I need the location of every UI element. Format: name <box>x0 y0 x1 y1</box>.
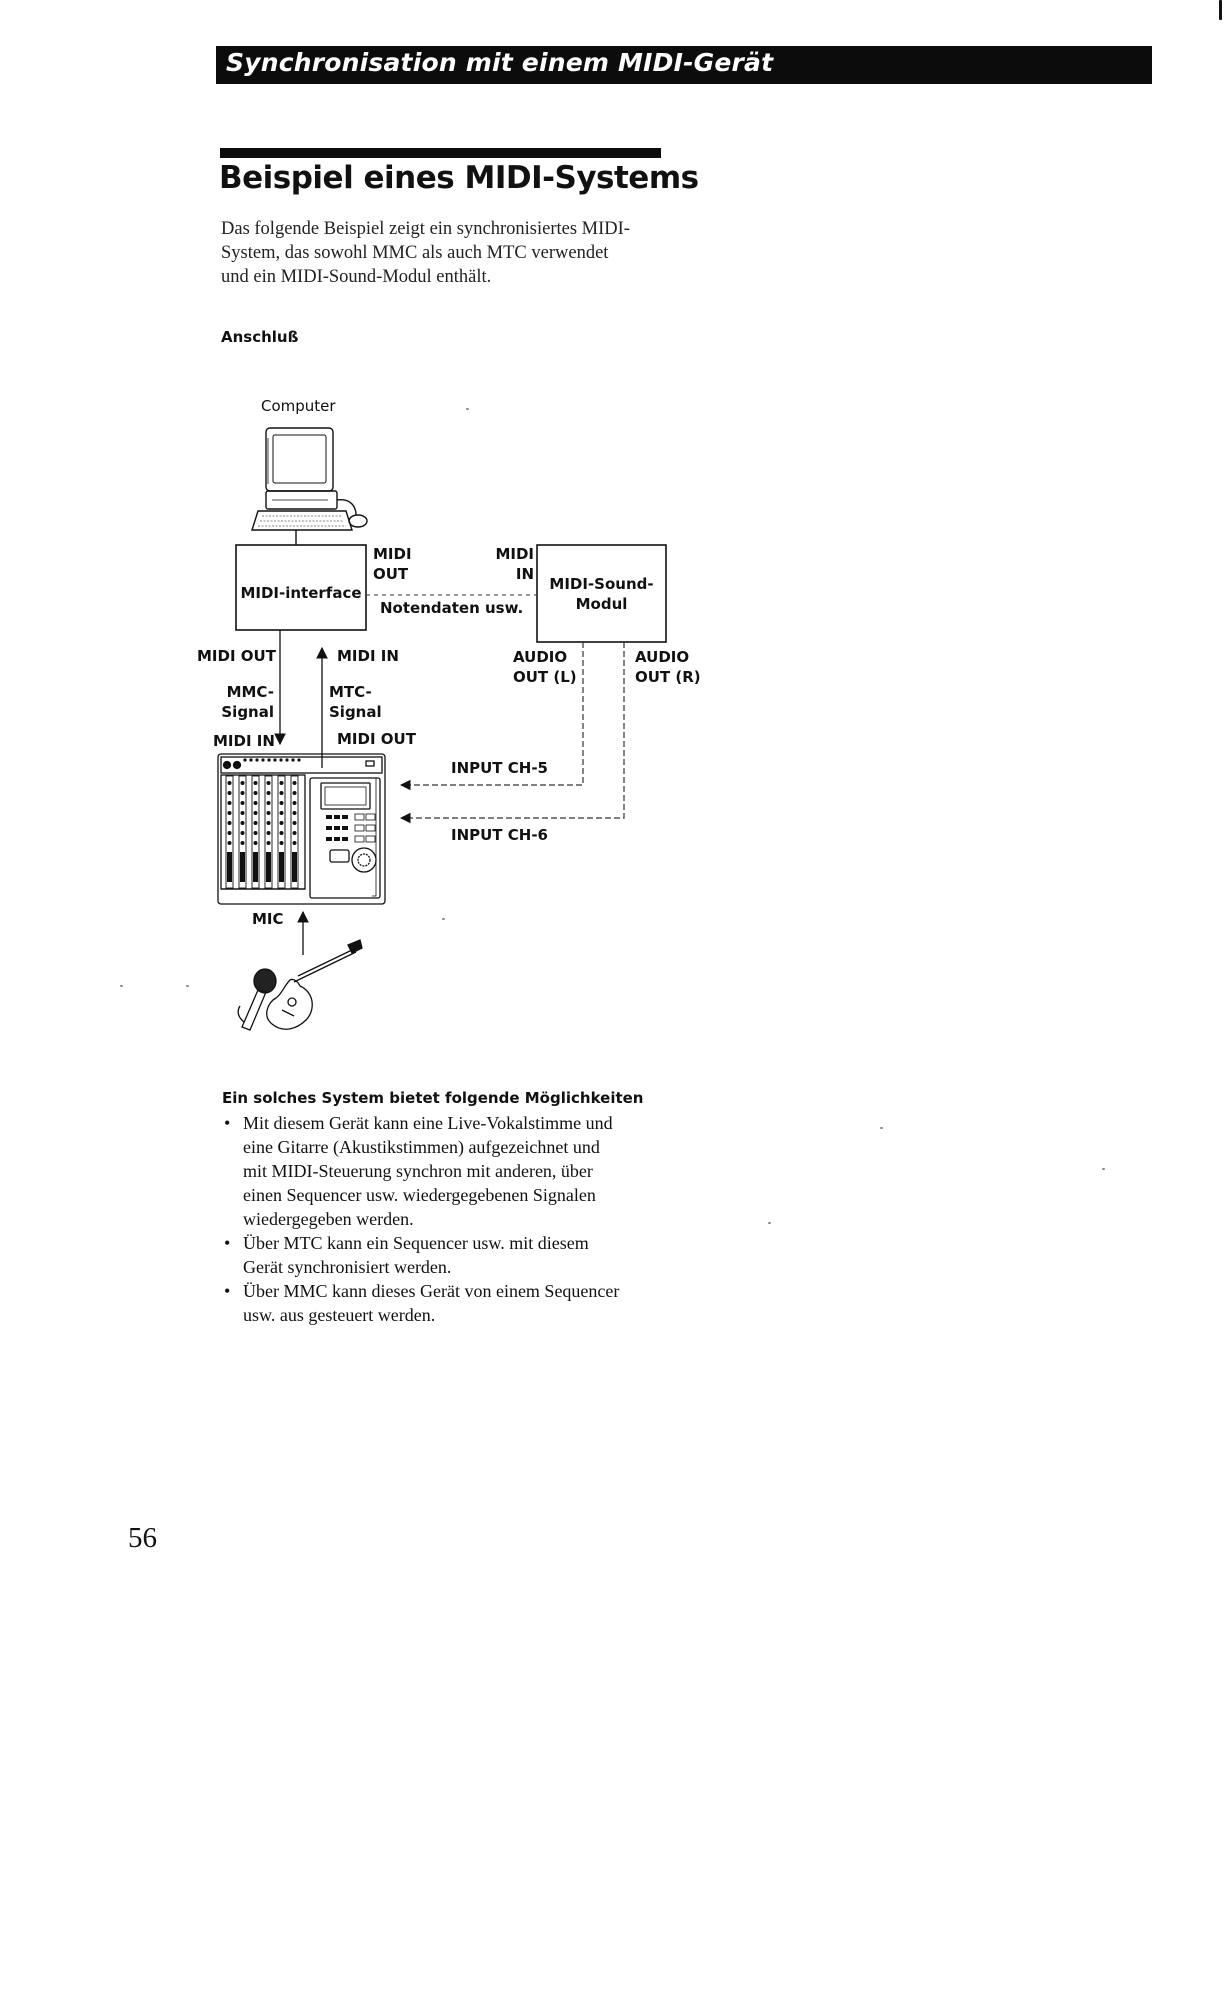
audio-out-r-line: OUT (R) <box>635 668 701 686</box>
scan-speck <box>442 918 445 920</box>
audio-out-r-label: AUDIO OUT (R) <box>635 647 701 687</box>
list-item: • Mit diesem Gerät kann eine Live-Vokals… <box>222 1111 692 1231</box>
intro-line: System, das sowohl MMC als auch MTC verw… <box>221 243 609 263</box>
audio-out-l-line: AUDIO <box>513 648 568 666</box>
list-item-line: mit MIDI-Steuerung synchron mit anderen,… <box>243 1161 593 1181</box>
scan-speck <box>466 408 469 410</box>
midi-out-mid-label: MIDI OUT <box>337 730 416 748</box>
features-list: • Mit diesem Gerät kann eine Live-Vokals… <box>222 1111 692 1327</box>
computer-label: Computer <box>261 397 336 415</box>
list-item-line: Über MMC kann dieses Gerät von einem Seq… <box>243 1281 620 1301</box>
page-number: 56 <box>128 1522 157 1554</box>
mmc-signal-label: MMC- Signal <box>214 682 274 722</box>
note-data-label: Notendaten usw. <box>380 599 524 617</box>
mixer-faders <box>225 758 376 889</box>
sound-module-label-line: Modul <box>575 595 628 613</box>
audio-l-connection <box>399 642 584 791</box>
bullet: • <box>224 1113 231 1133</box>
audio-out-l-label: AUDIO OUT (L) <box>513 647 577 687</box>
multitrack-recorder-illustration <box>217 753 386 905</box>
audio-r-connection <box>399 642 625 824</box>
audio-out-l-line: OUT (L) <box>513 668 577 686</box>
intro-line: und ein MIDI-Sound-Modul enthält. <box>221 267 492 287</box>
mtc-signal-label: MTC- Signal <box>329 682 382 722</box>
features-heading: Ein solches System bietet folgende Mögli… <box>222 1089 644 1107</box>
list-item-line: eine Gitarre (Akustikstimmen) aufgezeich… <box>243 1137 600 1157</box>
heading-rule <box>220 148 661 158</box>
guitar-icon <box>266 939 363 1030</box>
microphone-icon <box>237 968 277 1031</box>
bullet: • <box>224 1233 231 1253</box>
connection-heading: Anschluß <box>221 328 299 346</box>
midi-in-top-line: MIDI <box>495 545 534 563</box>
list-item: • Über MTC kann ein Sequencer usw. mit d… <box>222 1231 692 1279</box>
computer-illustration <box>251 427 368 545</box>
midi-in-left-label: MIDI IN <box>213 732 275 750</box>
mtc-signal-line: Signal <box>329 703 382 721</box>
connection-diagram <box>217 427 667 1031</box>
mic-label: MIC <box>252 910 284 928</box>
mmc-signal-line: MMC- <box>226 683 274 701</box>
scan-speck <box>186 985 189 987</box>
mtc-signal-line: MTC- <box>329 683 372 701</box>
input-ch5-label: INPUT CH-5 <box>451 759 548 777</box>
scan-speck <box>120 985 123 987</box>
audio-out-r-line: AUDIO <box>635 648 690 666</box>
section-title: Synchronisation mit einem MIDI-Gerät <box>226 48 774 77</box>
list-item-line: Gerät synchronisiert werden. <box>243 1257 452 1277</box>
sound-module-box <box>536 544 667 643</box>
sound-module-label-line: MIDI-Sound- <box>549 575 654 593</box>
list-item: • Über MMC kann dieses Gerät von einem S… <box>222 1279 692 1327</box>
midi-out-top-label: MIDI OUT <box>373 544 412 584</box>
midi-out-top-line: OUT <box>373 565 409 583</box>
intro-paragraph: Das folgende Beispiel zeigt ein synchron… <box>221 217 671 289</box>
list-item-line: Über MTC kann ein Sequencer usw. mit die… <box>243 1233 589 1253</box>
section-header-bar <box>216 46 1152 84</box>
intro-line: Das folgende Beispiel zeigt ein synchron… <box>221 219 630 239</box>
list-item-line: usw. aus gesteuert werden. <box>243 1305 436 1325</box>
scan-edge-mark <box>1219 0 1222 20</box>
scan-speck <box>768 1222 771 1224</box>
sound-module-label: MIDI-Sound- Modul <box>537 574 666 614</box>
input-ch6-label: INPUT CH-6 <box>451 826 548 844</box>
scan-speck <box>880 1127 883 1129</box>
list-item-line: wiedergegeben werden. <box>243 1209 414 1229</box>
midi-out-top-line: MIDI <box>373 545 412 563</box>
midi-interface-box <box>235 544 367 631</box>
list-item-line: Mit diesem Gerät kann eine Live-Vokalsti… <box>243 1113 613 1133</box>
midi-in-top-label: MIDI IN <box>478 544 534 584</box>
midi-interface-label: MIDI-interface <box>240 584 362 602</box>
page-heading: Beispiel eines MIDI-Systems <box>219 160 699 196</box>
list-item-line: einen Sequencer usw. wiedergegebenen Sig… <box>243 1185 596 1205</box>
mmc-signal-line: Signal <box>221 703 274 721</box>
midi-in-top-line: IN <box>515 565 534 583</box>
midi-in-mid-label: MIDI IN <box>337 647 399 665</box>
bullet: • <box>224 1281 231 1301</box>
scan-speck <box>1102 1168 1105 1170</box>
midi-out-left-label: MIDI OUT <box>197 647 276 665</box>
